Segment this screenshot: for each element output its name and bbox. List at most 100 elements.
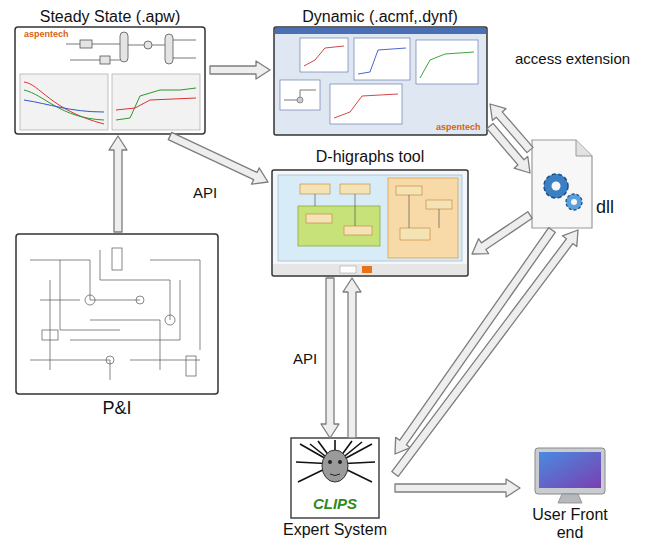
steady-state-screenshot	[100, 56, 110, 64]
arrow-shape	[343, 278, 361, 438]
pid-drawing	[42, 248, 196, 376]
pid-drawing	[30, 250, 200, 380]
connector-arrow	[395, 479, 520, 497]
node-title: Steady State (.apw)	[40, 8, 181, 26]
d-higraphs-screenshot	[278, 175, 462, 261]
dynamic-screenshot	[416, 40, 478, 84]
d-higraphs-screenshot	[426, 200, 452, 209]
dynamic-screenshot	[280, 80, 320, 110]
brand-label-holder: aspentech	[436, 122, 481, 132]
dynamic-screenshot	[300, 38, 348, 72]
d-higraphs-screenshot	[315, 194, 439, 228]
monitor-icon	[535, 448, 605, 503]
dll-file-icon	[532, 140, 592, 228]
arrow-shape	[392, 230, 578, 476]
arrow-shape	[109, 136, 127, 232]
brand-label-holder: aspentech	[24, 29, 69, 39]
arrow-shape	[487, 123, 530, 173]
arrow-shape	[168, 132, 268, 184]
dll-file-icon	[576, 140, 592, 156]
dll-file-icon	[566, 194, 582, 210]
steady-state-screenshot	[66, 40, 196, 60]
pid-drawing	[186, 356, 196, 376]
clips-logo	[330, 474, 340, 476]
node-title: P&I	[102, 398, 131, 419]
pid-drawing	[85, 295, 95, 305]
steady-state-screenshot	[20, 74, 108, 130]
arrow-shape	[321, 278, 339, 438]
steady-state-screenshot	[24, 90, 104, 120]
steady-state-screenshot	[15, 27, 205, 134]
monitor-icon	[535, 448, 605, 494]
clips-logo	[338, 460, 342, 464]
pid-drawing	[136, 296, 144, 304]
connector-arrow	[168, 132, 268, 184]
dynamic-screenshot	[330, 84, 402, 124]
edge-label-holder: API	[290, 350, 320, 367]
connector-arrow	[487, 123, 530, 173]
steady-state-screenshot	[120, 32, 128, 62]
d-higraphs-screenshot	[300, 184, 452, 240]
dynamic-screenshot	[358, 48, 406, 74]
d-higraphs-screenshot	[340, 266, 356, 273]
clips-logo	[328, 460, 332, 464]
steady-state-screenshot	[80, 40, 92, 48]
dynamic-screenshot	[275, 28, 486, 34]
edge-label: API	[190, 184, 220, 201]
d-higraphs-screenshot	[362, 266, 372, 273]
arrow-shape	[395, 479, 520, 497]
brand-label: aspentech	[436, 122, 481, 132]
edge-label-holder: access extension	[512, 50, 633, 67]
clips-logo	[322, 450, 348, 482]
d-higraphs-screenshot	[344, 226, 372, 235]
dynamic-screenshot	[297, 97, 303, 103]
dynamic-screenshot	[354, 38, 410, 80]
steady-state-screenshot	[15, 27, 205, 134]
brand-label: aspentech	[24, 29, 69, 39]
arrow-shape	[472, 212, 532, 254]
steady-state-screenshot	[144, 41, 152, 49]
dynamic-screenshot	[334, 94, 398, 118]
pid-drawing	[16, 234, 218, 394]
steady-state-screenshot	[112, 74, 200, 130]
node-title: User Front end	[527, 506, 613, 543]
steady-state-screenshot	[24, 82, 104, 124]
steady-state-screenshot	[116, 88, 196, 120]
clips-logo	[291, 438, 379, 518]
connector-arrow	[343, 278, 361, 438]
node-title: CLIPS	[313, 495, 357, 512]
d-higraphs-screenshot	[300, 184, 330, 194]
d-higraphs-screenshot	[400, 228, 430, 240]
d-higraphs-screenshot	[388, 178, 458, 258]
d-higraphs-screenshot	[298, 206, 380, 246]
dynamic-screenshot	[274, 27, 487, 135]
d-higraphs-screenshot	[396, 186, 422, 195]
connector-arrow	[321, 278, 339, 438]
file-icon-node: dll	[530, 135, 630, 230]
d-higraphs-screenshot	[272, 170, 468, 276]
steady-state-screenshot	[116, 98, 196, 110]
node-caption: Expert System	[283, 521, 387, 539]
monitor-icon	[558, 494, 582, 503]
dll-file-icon	[532, 140, 592, 228]
dynamic-screenshot	[280, 38, 478, 124]
node-title: D-higraphs tool	[316, 148, 425, 166]
connector-arrow	[210, 61, 270, 79]
dll-file-icon	[552, 182, 561, 191]
d-higraphs-screenshot	[272, 170, 468, 276]
drawing-box: P&I	[14, 232, 220, 421]
process-screenshot-box: Dynamic (.acmf,.dynf)	[270, 4, 490, 138]
d-higraphs-screenshot	[273, 264, 467, 275]
d-higraphs-screenshot	[340, 184, 370, 194]
clips-logo	[296, 440, 375, 482]
pid-drawing	[112, 248, 122, 270]
dll-file-icon	[571, 199, 577, 205]
node-title: dll	[596, 197, 614, 218]
front-end-node: User Front end	[520, 448, 620, 548]
connector-arrow	[395, 228, 555, 454]
clips-logo	[291, 438, 379, 518]
dynamic-screenshot	[420, 52, 474, 78]
